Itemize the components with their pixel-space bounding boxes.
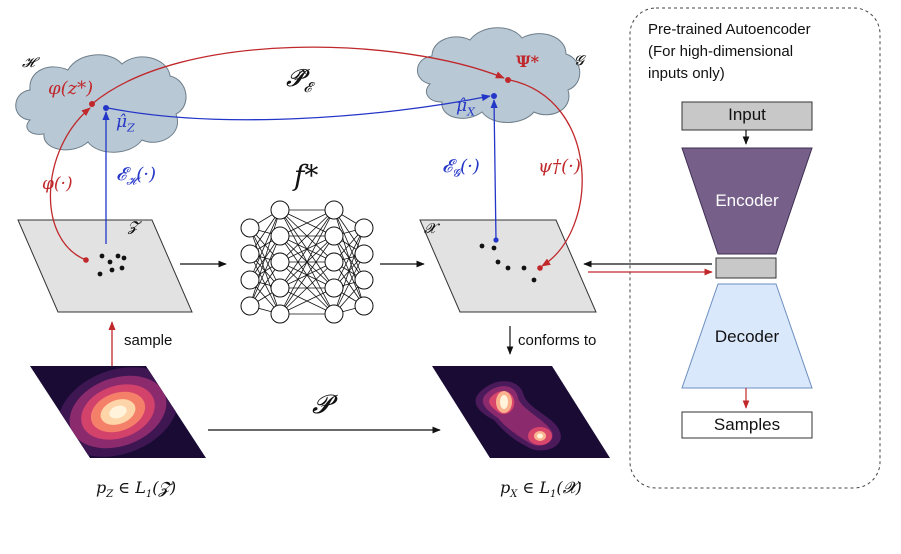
nn-node: [240, 296, 260, 316]
nn-node: [324, 226, 344, 246]
cloud-H: [15, 54, 187, 153]
neural-network: [240, 200, 374, 324]
nn-edge: [333, 253, 365, 315]
nn-node: [324, 304, 344, 324]
arrow-muz-to-mux: [107, 94, 491, 121]
nn-edge: [279, 287, 335, 315]
nn-node: [270, 252, 290, 272]
nn-edge: [279, 261, 335, 315]
psi-star-label: Ψ*: [516, 52, 539, 71]
dot-x-red: [537, 265, 543, 271]
samples-label: Samples: [713, 415, 781, 434]
nn-node: [354, 218, 374, 238]
dot-psi-star: [505, 77, 511, 83]
nn-edge: [333, 227, 365, 289]
heatmap-pX: [432, 366, 610, 458]
mu-z-label: μ̂Z: [116, 112, 135, 135]
arrow-psi-dagger: [509, 79, 583, 267]
encoder-label: Encoder: [715, 191, 779, 210]
nn-node: [324, 252, 344, 272]
samples-box: [681, 411, 813, 439]
nn-edge: [333, 227, 365, 315]
phi-dot-label: φ(·): [42, 174, 73, 194]
arrow-phi-map: [49, 107, 91, 261]
pZ-label: pZ ∈ L1(𝓩): [96, 478, 177, 501]
f-star-label: f*: [294, 159, 319, 192]
dot-mu-x: [491, 93, 497, 99]
plane-Z: [17, 219, 193, 313]
nn-node: [270, 226, 290, 246]
autoencoder-title-2: (For high-dimensional: [648, 43, 794, 60]
conforms-to-label: conforms to: [518, 332, 597, 349]
nn-node: [240, 270, 260, 290]
dots-X: [479, 243, 537, 283]
nn-node: [324, 200, 344, 220]
nn-edge: [249, 209, 281, 281]
dots-Z: [97, 253, 127, 277]
dot-mu-z: [103, 105, 109, 111]
mu-x-label: μ̂X: [456, 96, 475, 119]
input-label: Input: [728, 105, 766, 124]
nn-edge: [279, 209, 335, 237]
nn-edge: [279, 209, 335, 289]
encoder-shape: [681, 147, 813, 255]
nn-node: [240, 244, 260, 264]
sample-label: sample: [124, 332, 173, 349]
nn-edge: [279, 209, 335, 315]
decoder-shape: [681, 283, 813, 389]
input-box: [681, 101, 813, 131]
autoencoder-title-1: Pre-trained Autoencoder: [648, 21, 811, 38]
nn-edge: [279, 235, 335, 315]
nn-edge: [249, 209, 281, 307]
space-X-label: 𝓧: [424, 221, 436, 237]
nn-node: [270, 278, 290, 298]
heatmap-pZ: [30, 366, 206, 458]
space-H-label: 𝓗: [22, 55, 35, 71]
nn-node: [354, 296, 374, 316]
nn-node: [270, 304, 290, 324]
nn-edge: [279, 209, 335, 263]
autoencoder-title-3: inputs only): [648, 65, 725, 82]
nn-node: [324, 278, 344, 298]
nn-node: [354, 244, 374, 264]
arrow-phi-to-psi: [91, 46, 505, 105]
space-Z-label: 𝓩: [128, 219, 138, 235]
latent-box: [715, 257, 777, 279]
arrow-embed-G: [490, 99, 498, 241]
nn-edge: [249, 235, 281, 307]
space-G-label: 𝓖: [574, 53, 584, 69]
autoencoder-panel: [629, 7, 881, 489]
nn-node: [354, 270, 374, 290]
nn-node: [270, 200, 290, 220]
E-G-label: 𝓔𝓖(·): [442, 156, 480, 180]
P-label: 𝓟: [312, 390, 331, 420]
decoder-label: Decoder: [714, 327, 780, 346]
P-E-label: 𝓟̂𝓔: [286, 64, 312, 96]
phi-z-star-label: φ(z*): [48, 78, 94, 99]
E-H-label: 𝓔𝓗(·): [116, 164, 157, 188]
pX-label: pX ∈ L1(𝓧): [500, 478, 582, 501]
cloud-G: [417, 27, 581, 123]
psi-dagger-label: ψ†(·): [538, 156, 581, 177]
nn-node: [240, 218, 260, 238]
